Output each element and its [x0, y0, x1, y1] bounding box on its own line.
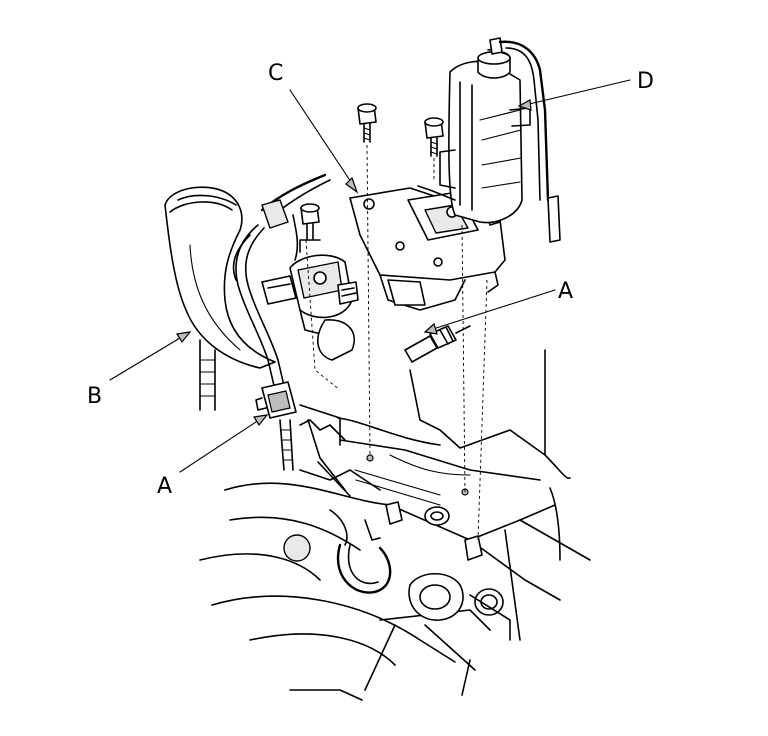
air-intake-duct	[164, 186, 276, 411]
arrow-c	[345, 176, 359, 194]
alignment-lines	[305, 144, 488, 541]
coolant-reservoir	[417, 37, 561, 243]
sensor-plug	[404, 325, 471, 363]
callout-c: C	[268, 61, 283, 86]
bolt-upper-mid	[424, 117, 444, 157]
leader-lines	[109, 79, 631, 473]
lower-hose	[336, 543, 392, 594]
arrow-d	[517, 99, 532, 111]
lower-mount-plate	[283, 454, 483, 562]
callout-b: B	[87, 384, 102, 409]
harness-clip	[255, 381, 297, 419]
engine-block	[199, 349, 591, 701]
bolt-upper-left	[357, 103, 377, 143]
arrow-a-lower	[253, 414, 269, 427]
arrow-a-upper	[423, 322, 438, 335]
wiring-harness	[232, 173, 331, 471]
arrow-b	[176, 331, 192, 344]
callout-d: D	[637, 69, 654, 94]
exhaust-flange	[408, 573, 511, 641]
callout-a-upper: A	[558, 279, 573, 304]
sensor-mount	[261, 239, 359, 361]
callout-a-lower: A	[157, 474, 172, 499]
bolt-harness	[300, 203, 320, 241]
